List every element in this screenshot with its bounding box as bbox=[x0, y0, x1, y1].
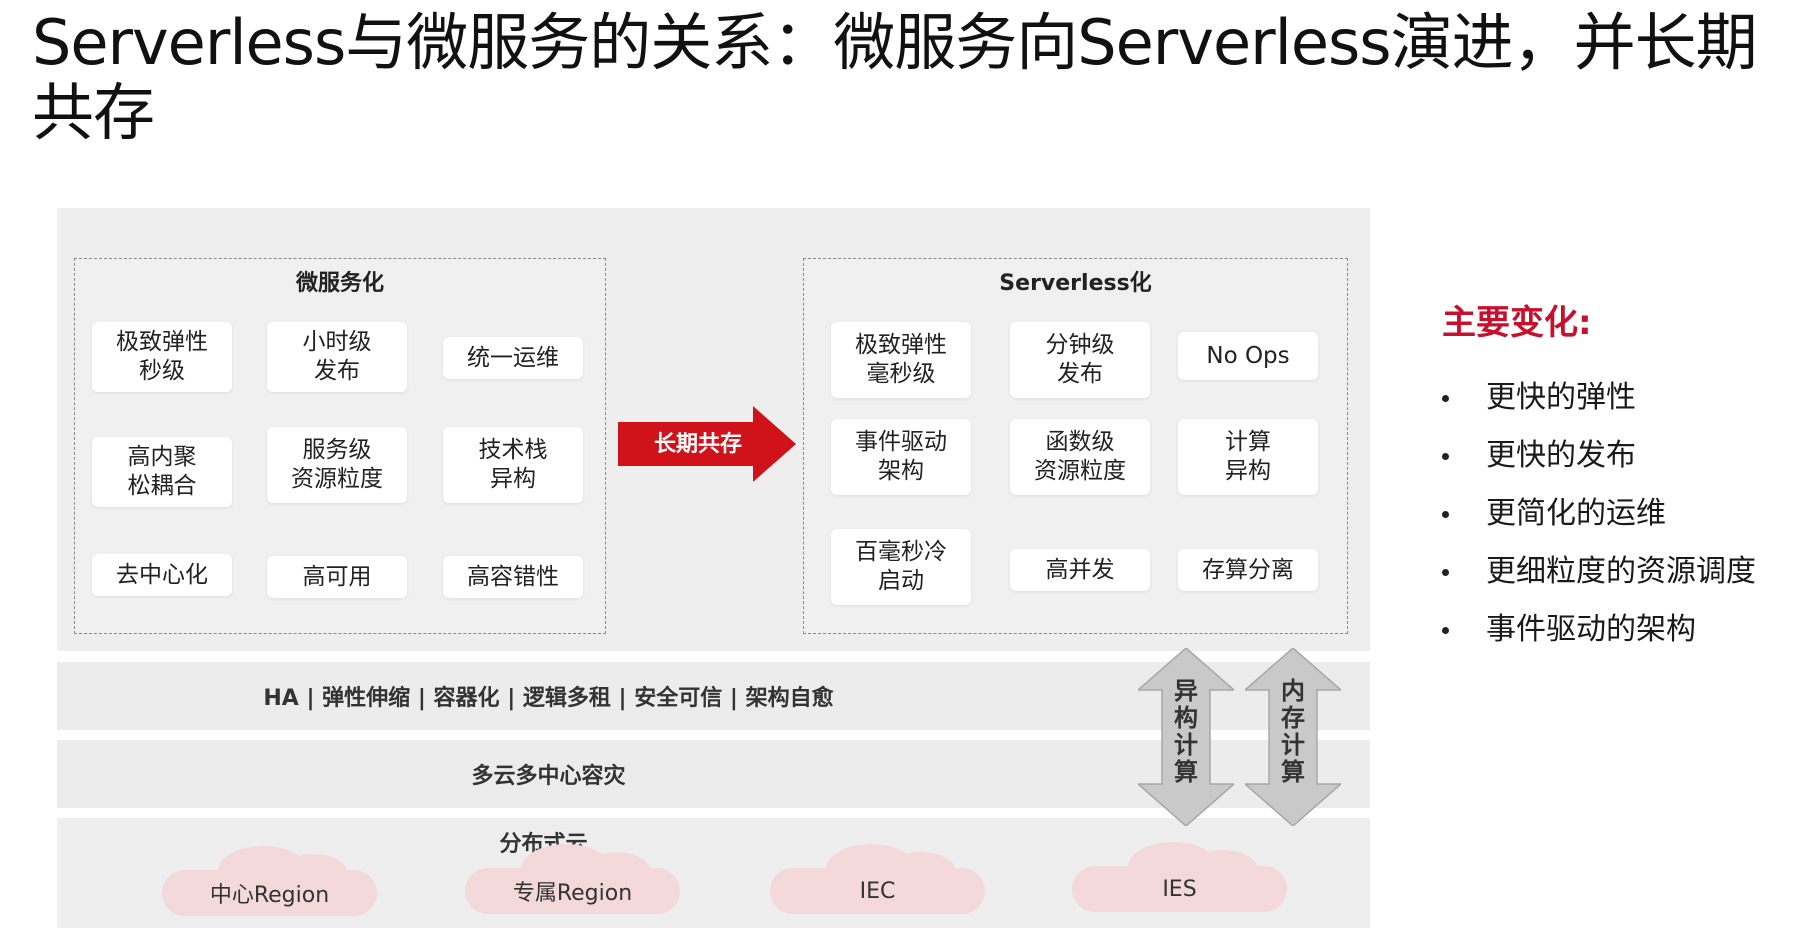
serverless-chip: 高并发 bbox=[1010, 549, 1150, 591]
microservice-chip: 极致弹性 秒级 bbox=[92, 322, 232, 392]
disaster-recovery-text: 多云多中心容灾 bbox=[471, 764, 626, 789]
change-item: 事件驱动的架构 bbox=[1486, 612, 1696, 647]
microservice-chip: 高可用 bbox=[267, 556, 407, 598]
coexist-arrow: 长期共存 bbox=[618, 406, 798, 482]
main-changes-list: 更快的弹性 更快的发布 更简化的运维 更细粒度的资源调度 事件驱动的架构 bbox=[1442, 378, 1756, 668]
capabilities-band: HA | 弹性伸缩 | 容器化 | 逻辑多租 | 安全可信 | 架构自愈 bbox=[57, 662, 1370, 730]
microservice-chip: 高容错性 bbox=[443, 556, 583, 598]
bullet-icon bbox=[1442, 395, 1449, 402]
cloud-label: IEC bbox=[859, 878, 896, 904]
list-item: 更快的弹性 bbox=[1442, 378, 1756, 436]
heterogeneous-computing-pillar: 异 构 计 算 bbox=[1136, 647, 1236, 827]
pillar-label: 异 构 计 算 bbox=[1174, 677, 1198, 786]
cloud-region: IEC bbox=[770, 844, 985, 914]
serverless-chip: 计算 异构 bbox=[1178, 419, 1318, 495]
change-item: 更快的弹性 bbox=[1486, 380, 1636, 415]
microservices-title: 微服务化 bbox=[295, 271, 384, 296]
microservice-chip: 小时级 发布 bbox=[267, 322, 407, 392]
serverless-chip: 事件驱动 架构 bbox=[831, 419, 971, 495]
serverless-chip: 分钟级 发布 bbox=[1010, 322, 1150, 398]
serverless-chip: 百毫秒冷 启动 bbox=[831, 529, 971, 605]
list-item: 事件驱动的架构 bbox=[1442, 610, 1756, 668]
microservice-chip: 去中心化 bbox=[92, 554, 232, 596]
change-item: 更细粒度的资源调度 bbox=[1486, 554, 1756, 589]
microservice-chip: 高内聚 松耦合 bbox=[92, 437, 232, 507]
microservice-chip: 服务级 资源粒度 bbox=[267, 427, 407, 503]
cloud-region: 中心Region bbox=[162, 846, 377, 916]
cloud-region: IES bbox=[1072, 842, 1287, 912]
cloud-label: 专属Region bbox=[512, 881, 633, 906]
microservices-group: 微服务化 极致弹性 秒级 小时级 发布 统一运维 高内聚 松耦合 服务级 资源粒… bbox=[74, 258, 606, 634]
microservice-chip: 统一运维 bbox=[443, 337, 583, 379]
list-item: 更快的发布 bbox=[1442, 436, 1756, 494]
disaster-recovery-band: 多云多中心容灾 bbox=[57, 740, 1370, 808]
change-item: 更快的发布 bbox=[1486, 438, 1636, 473]
serverless-group: Serverless化 极致弹性 毫秒级 分钟级 发布 No Ops 事件驱动 … bbox=[803, 258, 1348, 634]
serverless-chip: No Ops bbox=[1178, 332, 1318, 380]
serverless-chip: 极致弹性 毫秒级 bbox=[831, 322, 971, 398]
slide-title: Serverless与微服务的关系：微服务向Serverless演进，并长期共存 bbox=[32, 6, 1758, 149]
microservice-chip: 技术栈 异构 bbox=[443, 427, 583, 503]
bullet-icon bbox=[1442, 453, 1449, 460]
arrow-icon bbox=[618, 406, 796, 482]
bullet-icon bbox=[1442, 511, 1449, 518]
serverless-chip: 存算分离 bbox=[1178, 549, 1318, 591]
change-item: 更简化的运维 bbox=[1486, 496, 1666, 531]
cloud-label: IES bbox=[1162, 876, 1197, 902]
cloud-region: 专属Region bbox=[465, 844, 680, 914]
bullet-icon bbox=[1442, 627, 1449, 634]
in-memory-computing-pillar: 内 存 计 算 bbox=[1243, 647, 1343, 827]
capabilities-text: HA | 弹性伸缩 | 容器化 | 逻辑多租 | 安全可信 | 架构自愈 bbox=[263, 686, 834, 711]
arrow-label: 长期共存 bbox=[653, 432, 742, 457]
serverless-chip: 函数级 资源粒度 bbox=[1010, 419, 1150, 495]
pillar-label: 内 存 计 算 bbox=[1281, 677, 1305, 786]
serverless-title: Serverless化 bbox=[999, 271, 1152, 296]
main-changes-title: 主要变化: bbox=[1442, 303, 1592, 343]
list-item: 更细粒度的资源调度 bbox=[1442, 552, 1756, 610]
list-item: 更简化的运维 bbox=[1442, 494, 1756, 552]
cloud-label: 中心Region bbox=[209, 883, 330, 908]
bullet-icon bbox=[1442, 569, 1449, 576]
